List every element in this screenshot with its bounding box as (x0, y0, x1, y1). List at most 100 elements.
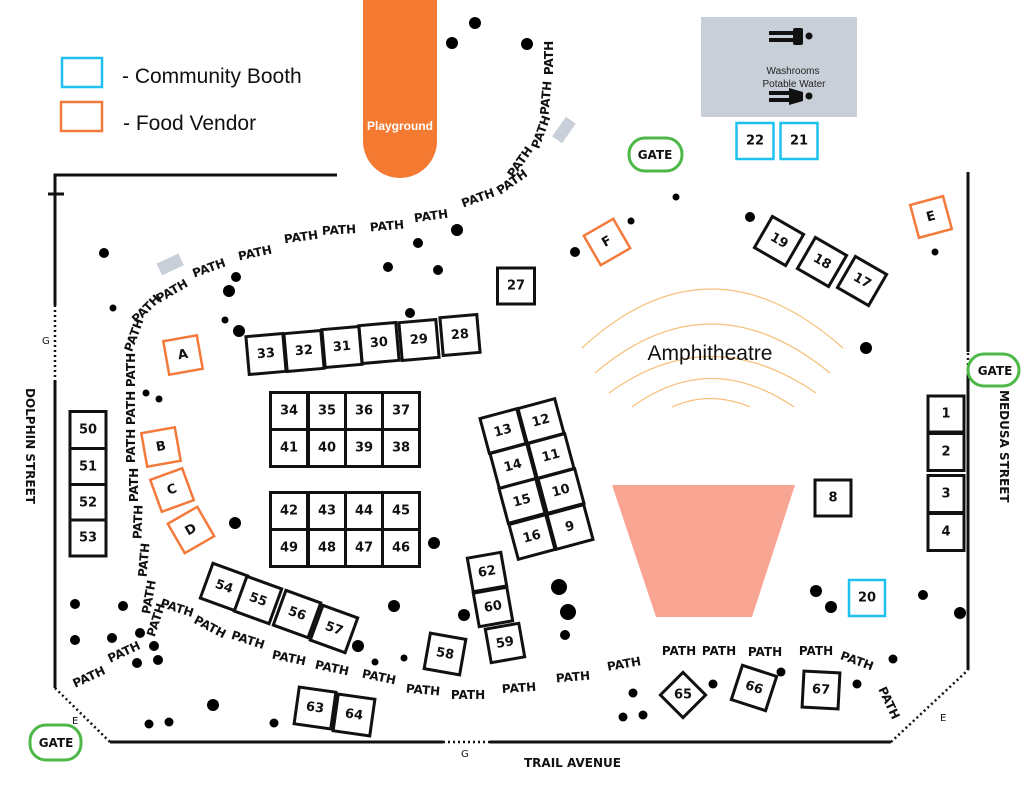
path-label: PATH (748, 645, 782, 659)
food-vendor-d[interactable]: D (166, 505, 216, 555)
booth-17[interactable]: 17 (835, 254, 889, 308)
info-marker (552, 116, 576, 144)
booths: 1234891011121314151617181920212227282930… (68, 121, 966, 738)
booth-outline (422, 631, 468, 677)
booth-outline (438, 312, 482, 358)
booth-16[interactable]: 16 (507, 512, 557, 562)
booth-outline (496, 266, 536, 306)
booth-38[interactable]: 38 (381, 428, 421, 468)
food-vendor-c[interactable]: C (148, 466, 196, 514)
booth-36[interactable]: 36 (344, 391, 384, 431)
booth-label: 3 (941, 487, 950, 502)
tree-icon (521, 38, 533, 50)
booth-58[interactable]: 58 (422, 631, 468, 677)
booth-54[interactable]: 54 (198, 561, 250, 613)
booth-47[interactable]: 47 (344, 528, 384, 568)
booth-outline (232, 574, 284, 626)
tree-icon (446, 37, 458, 49)
booth-34[interactable]: 34 (269, 391, 309, 431)
booth-3[interactable]: 3 (926, 474, 966, 514)
booth-41[interactable]: 41 (269, 428, 309, 468)
booth-outline (166, 505, 216, 555)
site-boundary (48, 172, 970, 744)
booth-42[interactable]: 42 (269, 491, 309, 531)
booth-32[interactable]: 32 (282, 328, 326, 374)
booth-67[interactable]: 67 (800, 669, 842, 711)
food-vendor-e[interactable]: E (908, 194, 954, 240)
booth-label: 29 (409, 332, 428, 349)
food-vendor-a[interactable]: A (161, 333, 205, 377)
gate-southwest[interactable]: GATE (28, 723, 83, 762)
booth-66[interactable]: 66 (729, 663, 779, 713)
food-vendor-f[interactable]: F (582, 217, 632, 267)
booth-30[interactable]: 30 (357, 320, 401, 366)
path-label: PATH (542, 41, 556, 75)
booth-label: 47 (355, 541, 373, 556)
booth-2[interactable]: 2 (926, 432, 966, 472)
booth-63[interactable]: 63 (292, 685, 338, 731)
booth-1[interactable]: 1 (926, 394, 966, 434)
booth-51[interactable]: 51 (68, 447, 108, 487)
booth-29[interactable]: 29 (397, 317, 441, 363)
path-label: PATH (122, 316, 147, 353)
tree-icon (233, 325, 245, 337)
booth-43[interactable]: 43 (307, 491, 347, 531)
booth-outline (658, 670, 708, 720)
path-label: PATH (190, 256, 227, 281)
booth-label: 64 (344, 706, 364, 723)
booth-31[interactable]: 31 (320, 324, 364, 370)
booth-44[interactable]: 44 (344, 491, 384, 531)
booth-label: 21 (790, 134, 808, 149)
booth-28[interactable]: 28 (438, 312, 482, 358)
booth-40[interactable]: 40 (307, 428, 347, 468)
booth-19[interactable]: 19 (752, 214, 806, 268)
booth-27[interactable]: 27 (496, 266, 536, 306)
booth-60[interactable]: 60 (471, 585, 515, 629)
path-label: PATH (230, 628, 267, 652)
community-booth-21[interactable]: 21 (779, 121, 819, 161)
booth-49[interactable]: 49 (269, 528, 309, 568)
booth-45[interactable]: 45 (381, 491, 421, 531)
booth-outline (307, 491, 347, 531)
booth-52[interactable]: 52 (68, 483, 108, 523)
booth-62[interactable]: 62 (465, 550, 509, 594)
booth-46[interactable]: 46 (381, 528, 421, 568)
playground[interactable]: Playground (363, 0, 437, 178)
booth-33[interactable]: 33 (244, 331, 288, 377)
washrooms-facility[interactable]: Washrooms Potable Water (701, 17, 857, 117)
booth-56[interactable]: 56 (271, 588, 323, 640)
booth-8[interactable]: 8 (813, 478, 853, 518)
tree-icon (560, 630, 570, 640)
booth-57[interactable]: 57 (308, 603, 360, 655)
booth-outline (813, 478, 853, 518)
booth-59[interactable]: 59 (483, 621, 527, 665)
gate-east[interactable]: GATE (966, 352, 1021, 388)
booth-outline (148, 466, 196, 514)
stage-area[interactable] (612, 485, 795, 617)
booth-37[interactable]: 37 (381, 391, 421, 431)
gate-north[interactable]: GATE (627, 136, 684, 173)
booth-64[interactable]: 64 (331, 692, 377, 738)
booth-label: 15 (511, 491, 532, 510)
booth-4[interactable]: 4 (926, 512, 966, 552)
booth-39[interactable]: 39 (344, 428, 384, 468)
path-label: PATH (314, 658, 350, 679)
booth-55[interactable]: 55 (232, 574, 284, 626)
booth-18[interactable]: 18 (795, 235, 849, 289)
booth-35[interactable]: 35 (307, 391, 347, 431)
tree-icon (413, 238, 423, 248)
booth-50[interactable]: 50 (68, 410, 108, 450)
booth-53[interactable]: 53 (68, 518, 108, 558)
community-booth-20[interactable]: 20 (847, 578, 887, 618)
booth-label: 38 (392, 441, 410, 456)
community-booth-22[interactable]: 22 (735, 121, 775, 161)
booth-15[interactable]: 15 (497, 476, 547, 526)
booth-65[interactable]: 65 (658, 670, 708, 720)
tree-icon (153, 655, 163, 665)
tree-icon (708, 679, 718, 689)
booth-label: E (925, 209, 937, 226)
food-vendor-b[interactable]: B (139, 425, 183, 469)
tree-icon (458, 609, 470, 621)
street-label-trail: TRAIL AVENUE (524, 756, 621, 770)
booth-48[interactable]: 48 (307, 528, 347, 568)
